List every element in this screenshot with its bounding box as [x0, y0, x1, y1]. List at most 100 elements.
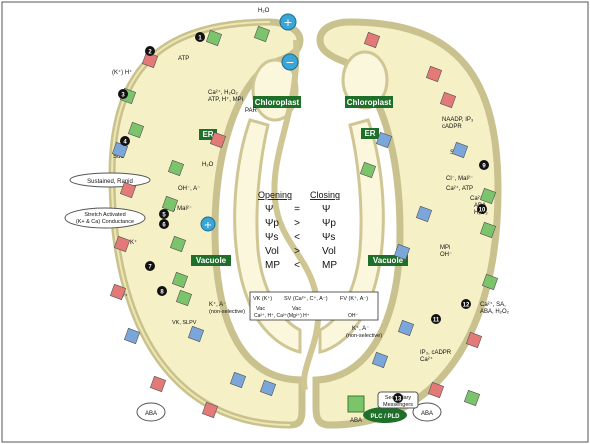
- number-label: 3: [121, 93, 125, 99]
- svg-text:Sustained, Rapid: Sustained, Rapid: [87, 179, 133, 185]
- svg-text:(K⁺) H⁺: (K⁺) H⁺: [112, 69, 132, 76]
- table-cell: Ψp: [265, 218, 279, 229]
- svg-text:Cl⁻, Mal²⁻: Cl⁻, Mal²⁻: [446, 176, 473, 182]
- svg-text:Chloroplast: Chloroplast: [255, 98, 300, 107]
- svg-text:PLC / PLD: PLC / PLD: [370, 414, 400, 420]
- channel-icon: [171, 271, 189, 289]
- svg-text:Vac: Vac: [292, 306, 301, 312]
- channels-layer: [109, 25, 499, 419]
- channel-icon: [451, 141, 469, 159]
- channel-icon: [479, 187, 497, 205]
- svg-text:−: −: [285, 56, 294, 69]
- number-marker: [145, 46, 155, 56]
- svg-text:Cl⁻, Mal²⁻: Cl⁻, Mal²⁻: [165, 206, 192, 212]
- number-marker: [159, 209, 169, 219]
- table-cell: Ψ: [322, 204, 330, 215]
- table-cell: <: [294, 260, 300, 271]
- svg-text:Ca²⁺, H₂O₂: Ca²⁺, H₂O₂: [208, 89, 238, 96]
- svg-text:ABA: ABA: [350, 418, 362, 424]
- svg-text:K⁺, A⁻: K⁺, A⁻: [209, 301, 226, 308]
- vacuole-label-right: Vacuole: [368, 255, 408, 266]
- table-cell: MP: [265, 260, 280, 271]
- table-cell: Ψs: [322, 232, 335, 243]
- channel-icon: [397, 319, 415, 337]
- svg-text:Ca²⁺: Ca²⁺: [420, 356, 433, 363]
- table-cell: >: [294, 246, 300, 257]
- number-label: 12: [463, 303, 470, 309]
- svg-text:+: +: [283, 16, 292, 29]
- channel-icon: [363, 31, 381, 49]
- svg-text:Ca²⁺, SA,: Ca²⁺, SA,: [480, 301, 506, 308]
- channel-icon: [465, 331, 483, 349]
- svg-text:ABA, H₂O₂: ABA, H₂O₂: [480, 309, 510, 315]
- header-opening: Opening: [258, 190, 292, 200]
- channel-icon: [393, 243, 411, 261]
- svg-text:Messengers: Messengers: [383, 402, 413, 408]
- number-marker: [145, 261, 155, 271]
- plc-pld-oval: PLC / PLD: [363, 407, 407, 423]
- channel-icon: [113, 235, 131, 253]
- table-cell: >: [294, 218, 300, 229]
- number-marker: [479, 160, 489, 170]
- svg-text:NAADP, IP₃: NAADP, IP₃: [442, 117, 474, 123]
- table-cell: Ψp: [322, 218, 336, 229]
- channel-icon: [481, 273, 499, 291]
- svg-text:OH⁻, A⁻: OH⁻, A⁻: [178, 186, 200, 192]
- channel-icon: [371, 351, 389, 369]
- number-marker: [195, 32, 205, 42]
- stretch-oval: Stretch Activated (K+ & Ca) Conductance: [64, 207, 146, 229]
- number-marker: [477, 204, 487, 214]
- aba-left: ABA: [136, 402, 166, 422]
- plus-icon-left: +: [200, 216, 216, 232]
- channel-icon: [463, 389, 481, 407]
- right-guard-cell: [312, 18, 502, 429]
- svg-text:ATP: ATP: [178, 56, 189, 62]
- channel-icon: [205, 29, 223, 47]
- table-cell: MP: [322, 260, 337, 271]
- svg-text:VK (K⁺): VK (K⁺): [253, 295, 272, 302]
- table-cell: Ψ: [265, 204, 273, 215]
- right-cell-wall: [312, 18, 502, 429]
- svg-text:ER: ER: [202, 130, 213, 139]
- channel-icon: [127, 121, 145, 139]
- aba-mid: ABA: [347, 395, 365, 424]
- svg-text:ATP, H⁺, MPi: ATP, H⁺, MPi: [208, 96, 243, 103]
- number-label: 13: [395, 397, 402, 403]
- channel-icon: [375, 131, 393, 149]
- number-label: 7: [148, 265, 152, 271]
- table-cell: Vol: [265, 246, 279, 257]
- channel-icon: [479, 221, 497, 239]
- svg-text:K⁺: K⁺: [130, 239, 137, 246]
- number-label: 8: [160, 290, 164, 296]
- channel-icon: [201, 401, 219, 419]
- svg-text:(non-selective): (non-selective): [209, 309, 245, 315]
- number-label: 2: [148, 50, 152, 56]
- channel-icon: [253, 25, 271, 43]
- channel-icon: [425, 65, 443, 83]
- channel-icon: [359, 161, 377, 179]
- svg-text:OH⁻: OH⁻: [440, 252, 452, 258]
- svg-text:(non-selective): (non-selective): [346, 333, 382, 339]
- svg-text:Vacuole: Vacuole: [373, 256, 404, 265]
- table-cell: <: [294, 232, 300, 243]
- number-marker: [431, 314, 441, 324]
- header-closing: Closing: [310, 190, 340, 200]
- channel-icon: [161, 195, 179, 213]
- table-cell: =: [294, 204, 300, 215]
- number-label: 5: [162, 213, 166, 219]
- number-label: 6: [162, 223, 166, 229]
- number-label: 11: [433, 318, 440, 324]
- er-label-left: ER: [199, 129, 217, 140]
- svg-text:Ca²⁺: Ca²⁺: [470, 195, 483, 202]
- channel-icon: [167, 159, 185, 177]
- svg-text:SV (Ca²⁺, C⁺, A⁻): SV (Ca²⁺, C⁺, A⁻): [284, 295, 328, 302]
- number-label: 1: [198, 36, 202, 42]
- table-cell: Vol: [322, 246, 336, 257]
- channel-icon: [175, 289, 193, 307]
- channel-icon: [119, 181, 137, 199]
- svg-text:ABA: ABA: [145, 411, 157, 417]
- number-marker: [461, 299, 471, 309]
- number-marker: [393, 393, 403, 403]
